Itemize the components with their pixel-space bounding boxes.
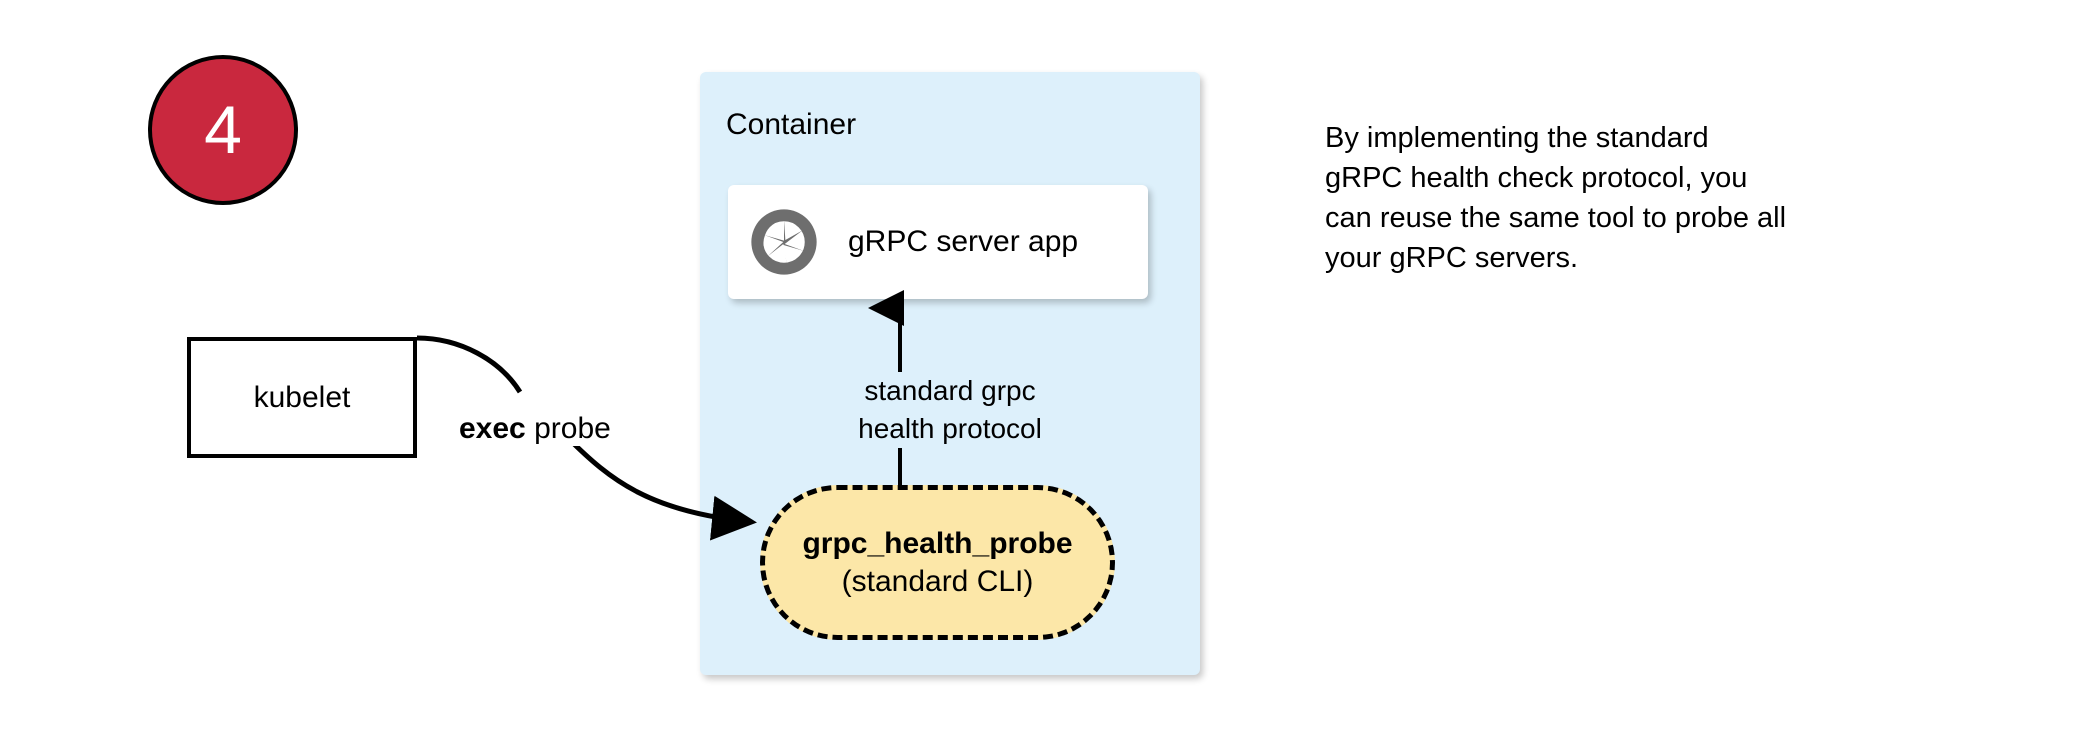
exec-probe-label: exec probe <box>455 412 615 446</box>
exec-probe-label-rest: probe <box>525 412 611 445</box>
grpc-health-probe-name: grpc_health_probe <box>802 526 1073 560</box>
kubelet-label: kubelet <box>253 380 351 414</box>
exec-probe-label-bold: exec <box>459 412 526 445</box>
grpc-health-probe-pill: grpc_health_probe (standard CLI) <box>760 485 1115 640</box>
grpc-health-probe-subtitle: (standard CLI) <box>841 564 1034 598</box>
grpc-server-app-label: gRPC server app <box>848 225 1079 258</box>
grpc-server-app-card: gRPC server app <box>728 185 1148 299</box>
container-title: Container <box>726 108 857 141</box>
step-number-text: 4 <box>204 92 242 168</box>
step-number-badge: 4 <box>148 55 298 205</box>
kubelet-box: kubelet <box>187 337 417 458</box>
protocol-label: standard grpc health protocol <box>790 372 1110 448</box>
exec-probe-arrow <box>416 335 757 541</box>
grpc-aperture-icon <box>750 208 818 276</box>
annotation-text: By implementing the standard gRPC health… <box>1325 122 1787 274</box>
